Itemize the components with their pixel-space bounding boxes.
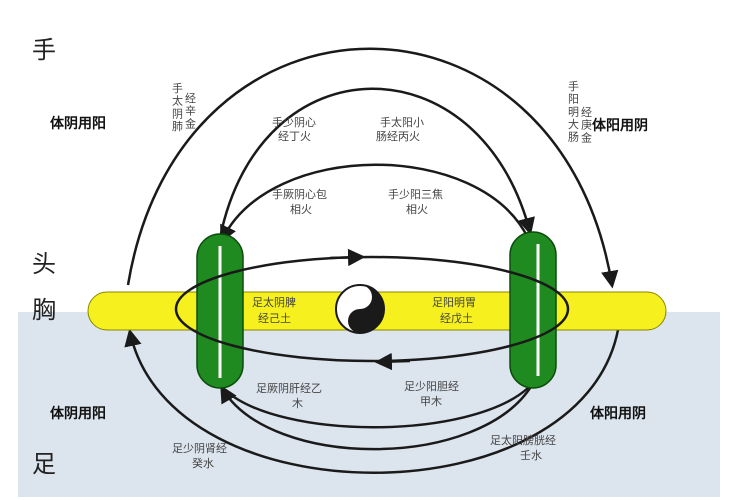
svg-text:木: 木 — [292, 397, 303, 410]
principle-left-bottom: 体阴用阳 — [50, 405, 106, 422]
svg-text:壬水: 壬水 — [520, 449, 542, 462]
right-green-pillar — [509, 231, 557, 389]
svg-text:足阳明胃: 足阳明胃 — [432, 296, 476, 309]
loop-arrow-bottom — [374, 352, 411, 371]
principle-right-bottom: 体阳用阴 — [590, 405, 646, 422]
side-label-chest: 胸 — [32, 296, 56, 324]
label-kidney: 足少阴肾经 癸水 — [172, 442, 227, 470]
svg-text:甲木: 甲木 — [420, 395, 442, 408]
svg-text:相火: 相火 — [290, 203, 312, 216]
arc-foot-middle — [220, 384, 534, 451]
label-bladder: 足太阳膀胱经 壬水 — [490, 433, 556, 462]
label-gallbladder: 足少阳胆经 甲木 — [404, 380, 459, 408]
label-stomach: 足阳明胃 经戊土 — [432, 296, 476, 325]
label-liver: 足厥阴肝经乙 木 — [256, 382, 322, 410]
svg-text:手少阳三焦: 手少阳三焦 — [388, 187, 443, 201]
label-triple-burner: 手少阳三焦 相火 — [388, 187, 443, 216]
principle-left-top: 体阴用阳 — [50, 115, 106, 132]
side-label-head: 头 — [32, 250, 56, 278]
label-heart: 手少阴心 经丁火 — [272, 115, 316, 143]
arc-foot-inner — [224, 387, 529, 429]
svg-text:手厥阴心包: 手厥阴心包 — [272, 187, 327, 201]
svg-text:足少阴肾经: 足少阴肾经 — [172, 442, 227, 455]
arc-hand-inner — [220, 163, 530, 244]
svg-text:足太阳膀胱经: 足太阳膀胱经 — [490, 433, 556, 447]
principle-right-top: 体阳用阴 — [592, 117, 648, 134]
arc-foot-outer — [124, 328, 620, 474]
label-spleen: 足太阴脾 经己土 — [252, 295, 296, 325]
left-green-pillar — [196, 233, 244, 389]
svg-text:手太阴肺: 手太阴肺 — [172, 81, 183, 133]
label-lung: 手太阴肺 经辛金 — [172, 81, 196, 133]
svg-text:足太阴脾: 足太阴脾 — [252, 295, 296, 309]
svg-text:手太阳小: 手太阳小 — [380, 115, 424, 129]
svg-text:足厥阴肝经乙: 足厥阴肝经乙 — [256, 382, 322, 395]
label-pericardium: 手厥阴心包 相火 — [272, 187, 327, 216]
arc-hand-middle — [218, 87, 535, 239]
loop-arrow-top — [329, 248, 366, 267]
center-loop-ellipse — [174, 255, 570, 363]
side-label-hand: 手 — [32, 36, 56, 64]
svg-text:手少阴心: 手少阴心 — [272, 115, 316, 129]
svg-text:足少阳胆经: 足少阳胆经 — [404, 380, 459, 393]
svg-text:经丁火: 经丁火 — [278, 130, 311, 143]
svg-text:经己土: 经己土 — [258, 312, 291, 325]
svg-text:手阳明大肠: 手阳明大肠 — [568, 79, 579, 144]
svg-text:癸水: 癸水 — [192, 456, 214, 470]
svg-text:相火: 相火 — [406, 203, 428, 216]
svg-text:经戊土: 经戊土 — [440, 312, 473, 325]
svg-text:肠经丙火: 肠经丙火 — [376, 130, 420, 143]
side-label-foot: 足 — [32, 450, 56, 478]
yin-yang-icon — [335, 284, 385, 334]
svg-text:经辛金: 经辛金 — [185, 92, 196, 130]
svg-text:经庚金: 经庚金 — [581, 106, 592, 144]
label-large-intestine: 手阳明大肠 经庚金 — [568, 79, 592, 144]
arc-hand-outer — [126, 47, 619, 289]
label-small-intestine: 手太阳小 肠经丙火 — [376, 115, 424, 143]
